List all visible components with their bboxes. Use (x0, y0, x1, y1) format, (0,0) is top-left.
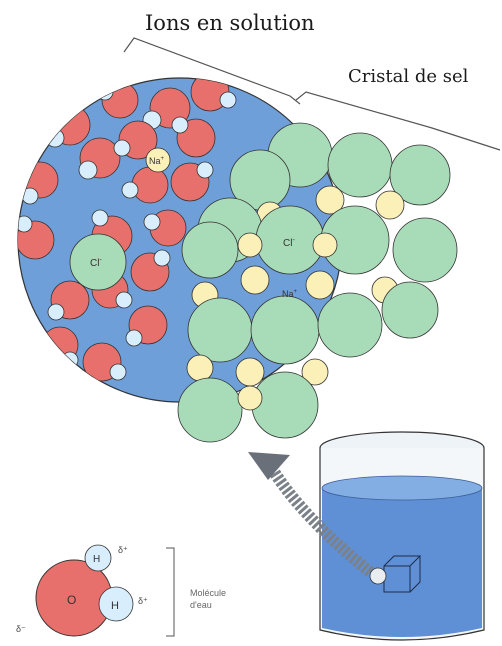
water-molecule-caption-1: Molécule (190, 588, 226, 598)
magnify-marker (370, 568, 386, 584)
water-molecule-inset: O H H δ⁺ δ⁺ δ⁻ Molécule d'eau (16, 545, 226, 636)
delta-plus-label-1: δ⁺ (118, 545, 128, 555)
oxygen-label: O (67, 593, 76, 607)
hydrogen-label-2: H (111, 600, 119, 612)
delta-plus-label-2: δ⁺ (138, 596, 148, 606)
water-molecule-caption-2: d'eau (190, 600, 212, 610)
inset-bracket (166, 548, 174, 636)
delta-minus-label: δ⁻ (16, 624, 26, 634)
beaker (320, 432, 484, 640)
hydrogen-label-1: H (93, 554, 100, 565)
sodium-ion-solution: Na+ (146, 148, 170, 172)
beaker-liquid (322, 488, 482, 637)
crystal-title: Cristal de sel (348, 66, 469, 87)
chloride-ion-solution: Cl- (70, 234, 126, 290)
ions-title: Ions en solution (145, 11, 315, 35)
